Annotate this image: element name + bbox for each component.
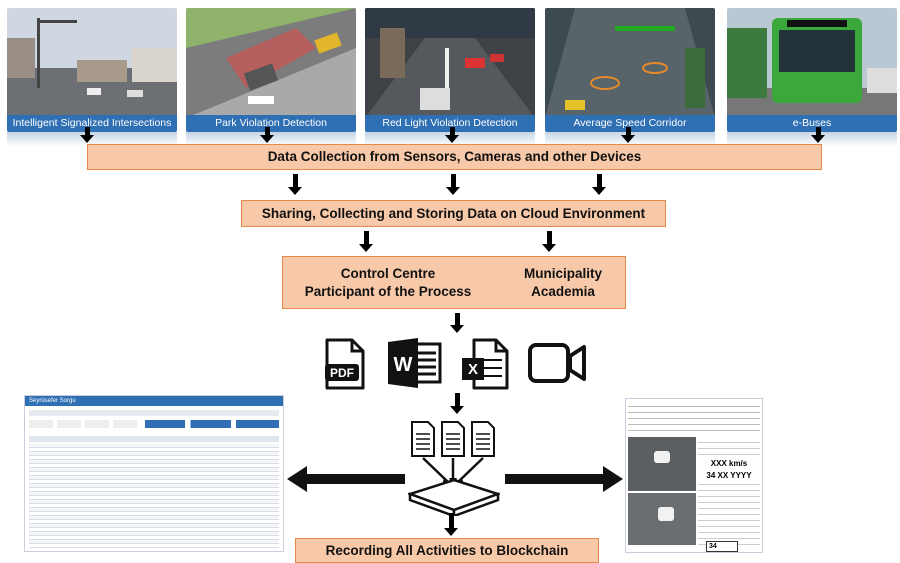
cloud-storage-box: Sharing, Collecting and Storing Data on … (241, 200, 666, 227)
query-screenshot: Seyrüsefer Sorgu (24, 395, 284, 552)
cloud-storage-label: Sharing, Collecting and Storing Data on … (261, 206, 646, 221)
control-centre-box: Control Centre Participant of the Proces… (282, 256, 626, 309)
arrow-left-icon (287, 466, 405, 492)
panel-park-violation: Park Violation Detection (186, 8, 356, 132)
query-title: Seyrüsefer Sorgu (29, 398, 76, 404)
panel-label: e-Buses (727, 115, 897, 132)
query-column-headers (29, 436, 279, 442)
excel-icon: X (462, 338, 509, 390)
panel-red-light: Red Light Violation Detection (365, 8, 535, 132)
red-light-photo (365, 8, 535, 118)
report-camera-image-bottom (628, 493, 696, 545)
control-centre-label: Control Centre (340, 266, 436, 281)
word-letter: W (394, 354, 413, 376)
query-header (25, 396, 283, 406)
report-header-grid (628, 401, 760, 435)
park-violation-photo (186, 8, 356, 118)
arrow-right-icon (505, 466, 623, 492)
report-footer-plate: 34 (706, 541, 738, 552)
report-plate: 34 XX YYYY (698, 471, 760, 480)
intersection-photo (7, 8, 177, 118)
blockchain-documents-icon (408, 421, 500, 516)
report-speed: XXX km/s (698, 459, 760, 468)
word-icon: W (388, 338, 442, 388)
query-inputs (29, 420, 139, 428)
report-camera-image-top (628, 437, 696, 491)
blockchain-label: Recording All Activities to Blockchain (325, 543, 569, 558)
ebus-photo (727, 8, 897, 118)
academia-label: Academia (531, 284, 595, 299)
data-collection-box: Data Collection from Sensors, Cameras an… (87, 144, 822, 170)
excel-letter: X (468, 361, 478, 378)
blockchain-box: Recording All Activities to Blockchain (295, 538, 599, 563)
panel-label: Park Violation Detection (186, 115, 356, 132)
municipality-label: Municipality (523, 266, 602, 281)
data-collection-label: Data Collection from Sensors, Cameras an… (267, 149, 642, 164)
panel-intersections: Intelligent Signalized Intersections (7, 8, 177, 132)
control-left: Control Centre Participant of the Proces… (293, 265, 483, 301)
panel-label: Average Speed Corridor (545, 115, 715, 132)
panel-ebuses: e-Buses (727, 8, 897, 132)
query-table-rows (29, 444, 279, 548)
speed-corridor-photo (545, 8, 715, 118)
query-button-row (145, 420, 279, 428)
violation-report: XXX km/s 34 XX YYYY 34 (625, 398, 763, 553)
panel-label: Intelligent Signalized Intersections (7, 115, 177, 132)
pdf-text: PDF (330, 366, 354, 380)
report-details (698, 437, 760, 545)
participant-label: Participant of the Process (304, 284, 472, 299)
query-filter-bar (29, 410, 279, 416)
pdf-icon: PDF (325, 338, 365, 390)
panel-speed-corridor: Average Speed Corridor (545, 8, 715, 132)
panel-label: Red Light Violation Detection (365, 115, 535, 132)
video-camera-icon (528, 343, 586, 383)
control-right: Municipality Academia (508, 265, 618, 301)
